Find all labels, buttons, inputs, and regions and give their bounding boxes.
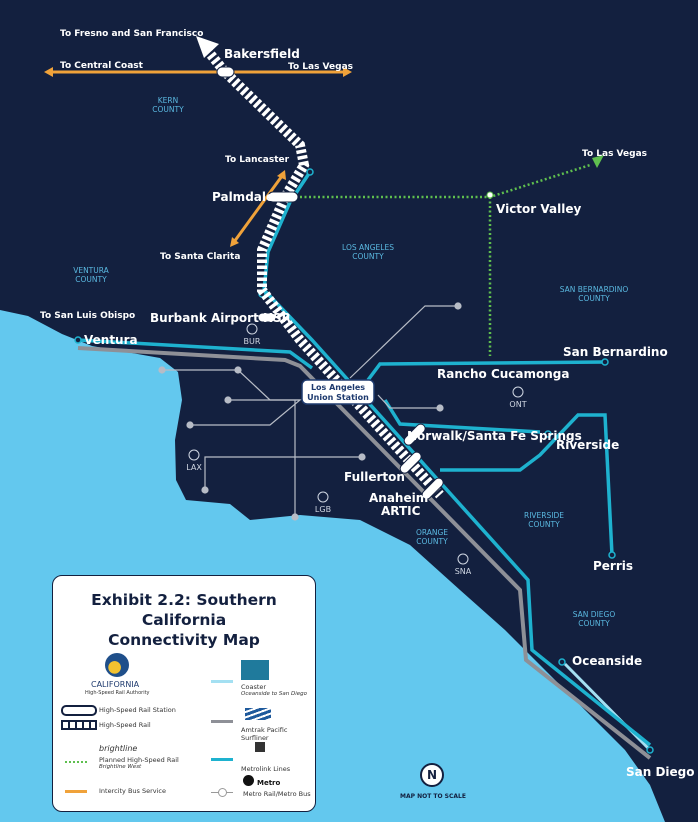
station-oceanside: Oceanside: [572, 654, 642, 668]
cahsr-logo-text: CALIFORNIA: [91, 680, 140, 689]
station-bakersfield: Bakersfield: [224, 47, 300, 61]
station-san-bernardino: San Bernardino: [563, 345, 668, 359]
station-rancho-cucamonga: Rancho Cucamonga: [437, 367, 570, 381]
station-palmdale: Palmdale: [212, 190, 274, 204]
label-to-fresno: To Fresno and San Francisco: [60, 29, 203, 39]
legend-amtrak: Amtrak Pacific Surfliner: [241, 726, 288, 742]
brightline-arrow: [592, 155, 604, 168]
legend: Exhibit 2.2: Southern California Connect…: [52, 575, 316, 812]
legend-title: Exhibit 2.2: Southern California Connect…: [91, 591, 277, 649]
svg-text:COUNTY: COUNTY: [578, 619, 610, 628]
station-riverside: Riverside: [556, 438, 619, 452]
metro-logo-icon: [243, 775, 254, 786]
airport-sna: SNA: [455, 567, 472, 576]
svg-text:COUNTY: COUNTY: [528, 520, 560, 529]
metro-lines: [158, 302, 462, 521]
legend-metro: Metro Rail/Metro Bus: [243, 790, 311, 798]
svg-text:KERN: KERN: [158, 96, 178, 105]
not-to-scale-label: MAP NOT TO SCALE: [400, 793, 466, 800]
label-to-central-coast: To Central Coast: [60, 61, 144, 71]
airport-lax: LAX: [186, 463, 202, 472]
svg-text:COUNTY: COUNTY: [416, 537, 448, 546]
metrolink-logo-icon: [255, 742, 265, 752]
union-station-box[interactable]: Los Angeles Union Station: [301, 379, 375, 405]
svg-text:SAN DIEGO: SAN DIEGO: [573, 610, 616, 619]
station-victor-valley: Victor Valley: [496, 202, 581, 216]
station-perris: Perris: [593, 559, 633, 573]
svg-text:VENTURA: VENTURA: [73, 266, 109, 275]
hsr-stations: [216, 66, 444, 500]
airport-ont: ONT: [509, 400, 526, 409]
station-san-diego: San Diego: [626, 765, 695, 779]
airport-bur: BUR: [244, 337, 261, 346]
svg-text:RIVERSIDE: RIVERSIDE: [524, 511, 564, 520]
station-anaheim-2: ARTIC: [381, 504, 421, 518]
intercity-bus-lines: [44, 67, 352, 247]
label-to-san-luis-obispo: To San Luis Obispo: [40, 311, 135, 321]
high-speed-rail-line: [203, 46, 444, 499]
legend-hsr: High-Speed Rail: [99, 721, 151, 729]
label-to-las-vegas-top: To Las Vegas: [288, 62, 353, 72]
legend-hsr-station: High-Speed Rail Station: [99, 706, 176, 714]
legend-metrolink: Metrolink Lines: [241, 765, 291, 773]
label-to-las-vegas-right: To Las Vegas: [582, 149, 647, 159]
station-union-2: Union Station: [307, 393, 369, 402]
airport-icons: [188, 323, 524, 565]
station-burbank: Burbank Airport HSR: [150, 311, 291, 325]
hsr-arrow-north: [196, 36, 219, 58]
station-ventura: Ventura: [84, 333, 138, 347]
svg-text:COUNTY: COUNTY: [578, 294, 610, 303]
station-union-1: Los Angeles: [311, 383, 365, 392]
airport-lgb: LGB: [315, 505, 331, 514]
brightline-planned-line: [300, 163, 591, 356]
cahsr-logo-sub: High-Speed Rail Authority: [85, 690, 150, 696]
amtrak-logo-icon: [245, 708, 271, 720]
station-fullerton: Fullerton: [344, 470, 405, 484]
svg-text:SAN BERNARDINO: SAN BERNARDINO: [560, 285, 629, 294]
metro-logo-text: Metro: [257, 779, 281, 787]
station-anaheim-1: Anaheim: [369, 491, 428, 505]
brightline-logo: brightline: [99, 744, 138, 753]
legend-bus: Intercity Bus Service: [99, 787, 167, 795]
amtrak-line: [77, 346, 652, 760]
svg-text:ORANGE: ORANGE: [416, 528, 448, 537]
svg-text:COUNTY: COUNTY: [352, 252, 384, 261]
svg-text:COUNTY: COUNTY: [75, 275, 107, 284]
label-to-santa-clarita: To Santa Clarita: [160, 252, 240, 262]
coaster-logo-icon: [241, 660, 269, 680]
station-norwalk: Norwalk/Santa Fe Springs: [407, 429, 582, 443]
north-arrow-icon: N: [420, 763, 444, 787]
svg-text:COUNTY: COUNTY: [152, 105, 184, 114]
label-to-lancaster: To Lancaster: [225, 155, 290, 165]
svg-text:LOS ANGELES: LOS ANGELES: [342, 243, 394, 252]
cahsr-logo-icon: [105, 653, 129, 677]
